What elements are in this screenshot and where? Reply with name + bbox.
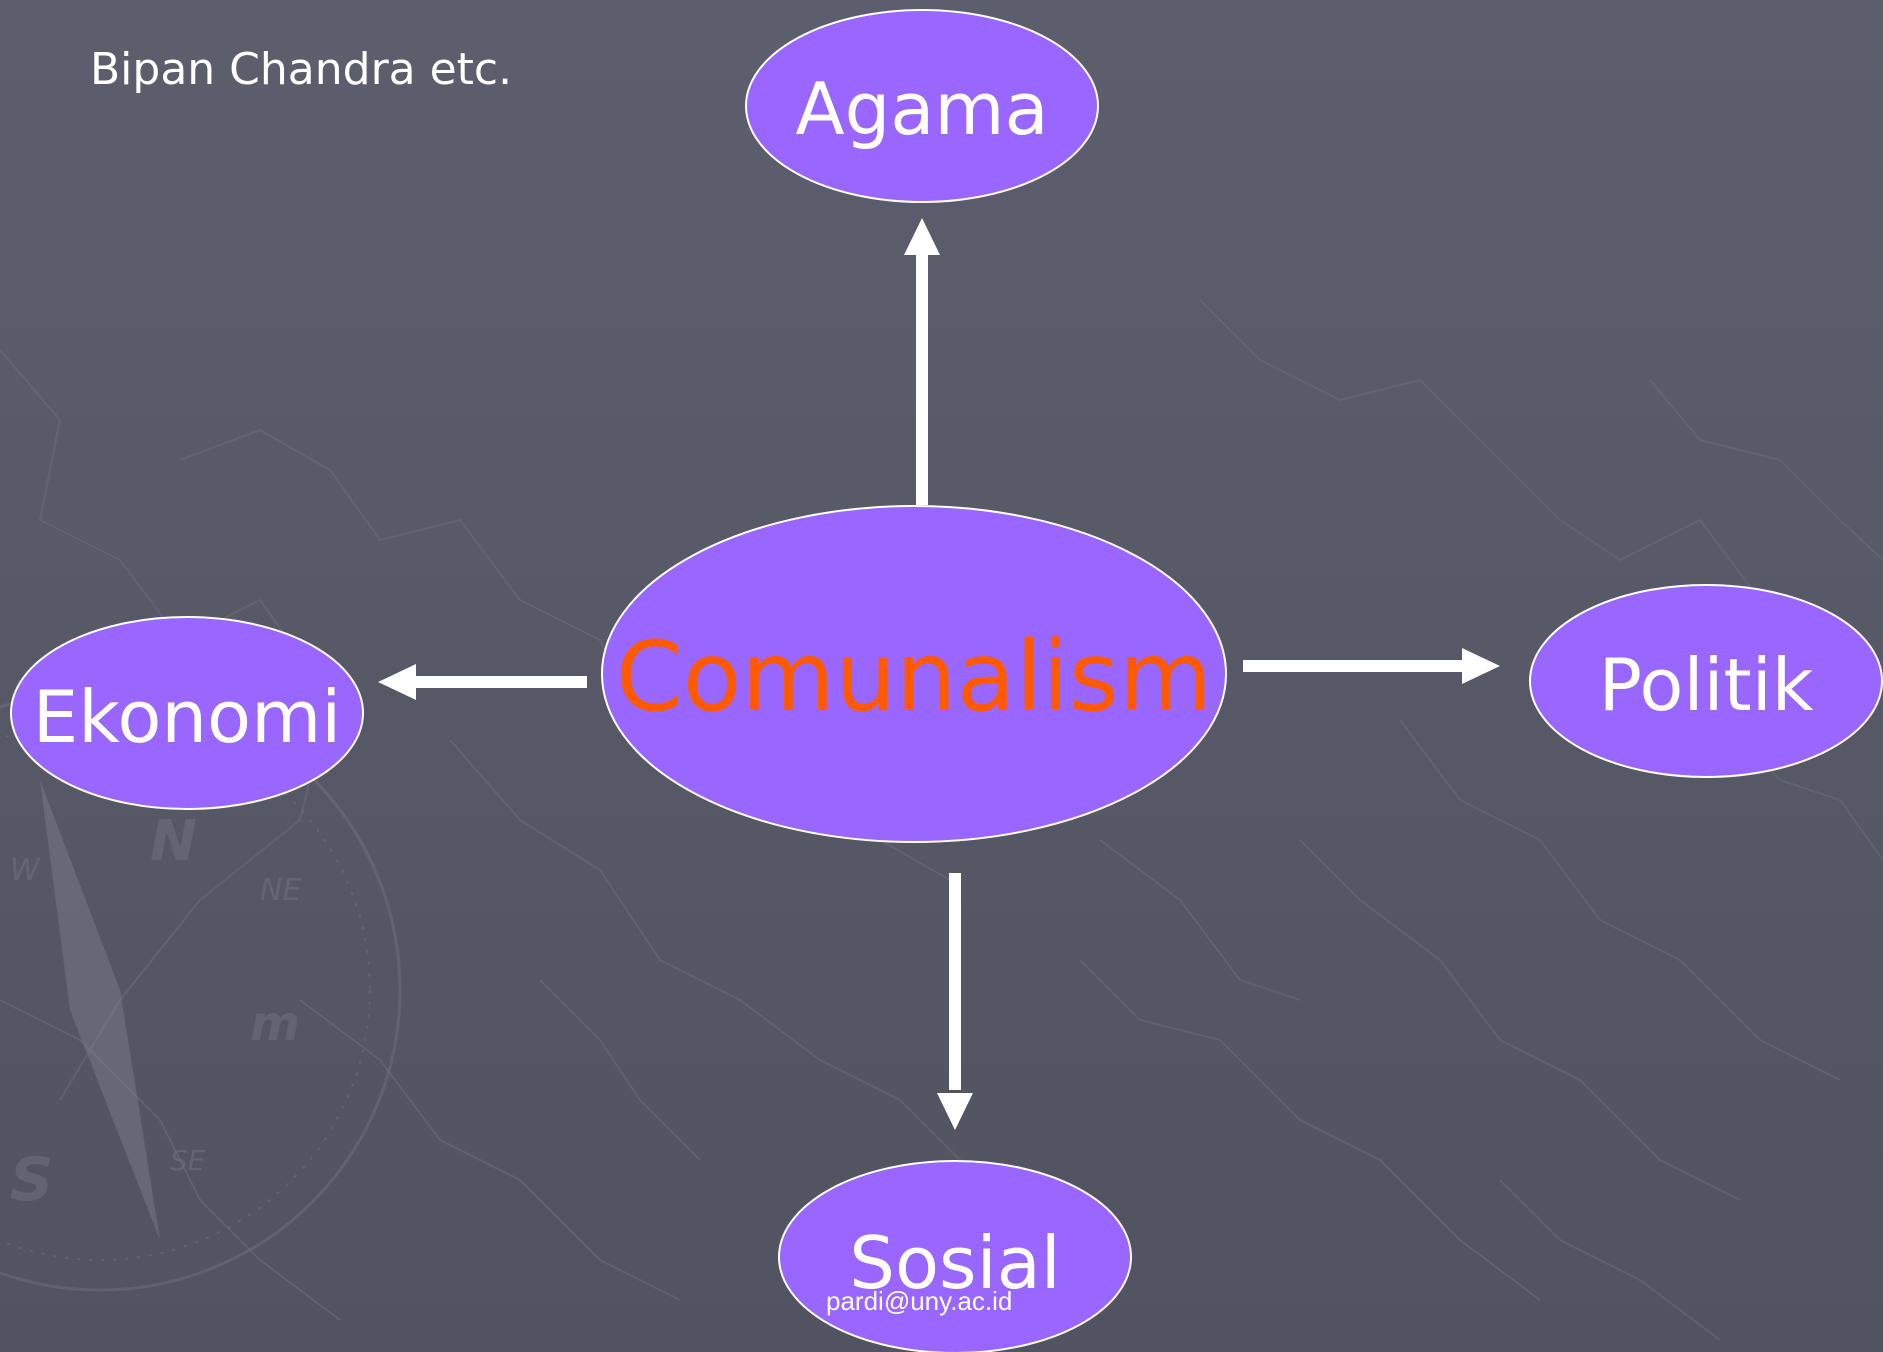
node-top-label: Agama [795,67,1048,151]
arrow-right [1243,648,1500,684]
arrow-down [937,873,973,1130]
svg-text:S: S [10,1145,53,1215]
compass-decoration: N NE W S SE m [0,688,402,1292]
node-right: Politik [1529,584,1883,778]
node-center: Comunalism [601,505,1227,843]
svg-text:m: m [250,996,300,1052]
svg-text:W: W [10,853,41,888]
node-left: Ekonomi [10,616,364,810]
node-bottom-label: Sosial [849,1221,1060,1305]
arrow-up [904,218,940,505]
node-center-label: Comunalism [616,621,1213,733]
arrows [378,218,1500,1130]
author-credit: Bipan Chandra etc. [90,44,513,95]
footer-email: pardi@uny.ac.id [826,1286,1013,1316]
node-right-label: Politik [1599,643,1814,727]
arrow-left [378,664,587,700]
node-top: Agama [745,9,1099,203]
svg-text:NE: NE [260,873,301,908]
node-bottom: Sosial [778,1160,1132,1352]
svg-text:N: N [150,809,197,874]
svg-text:SE: SE [170,1144,206,1177]
node-left-label: Ekonomi [33,675,342,759]
